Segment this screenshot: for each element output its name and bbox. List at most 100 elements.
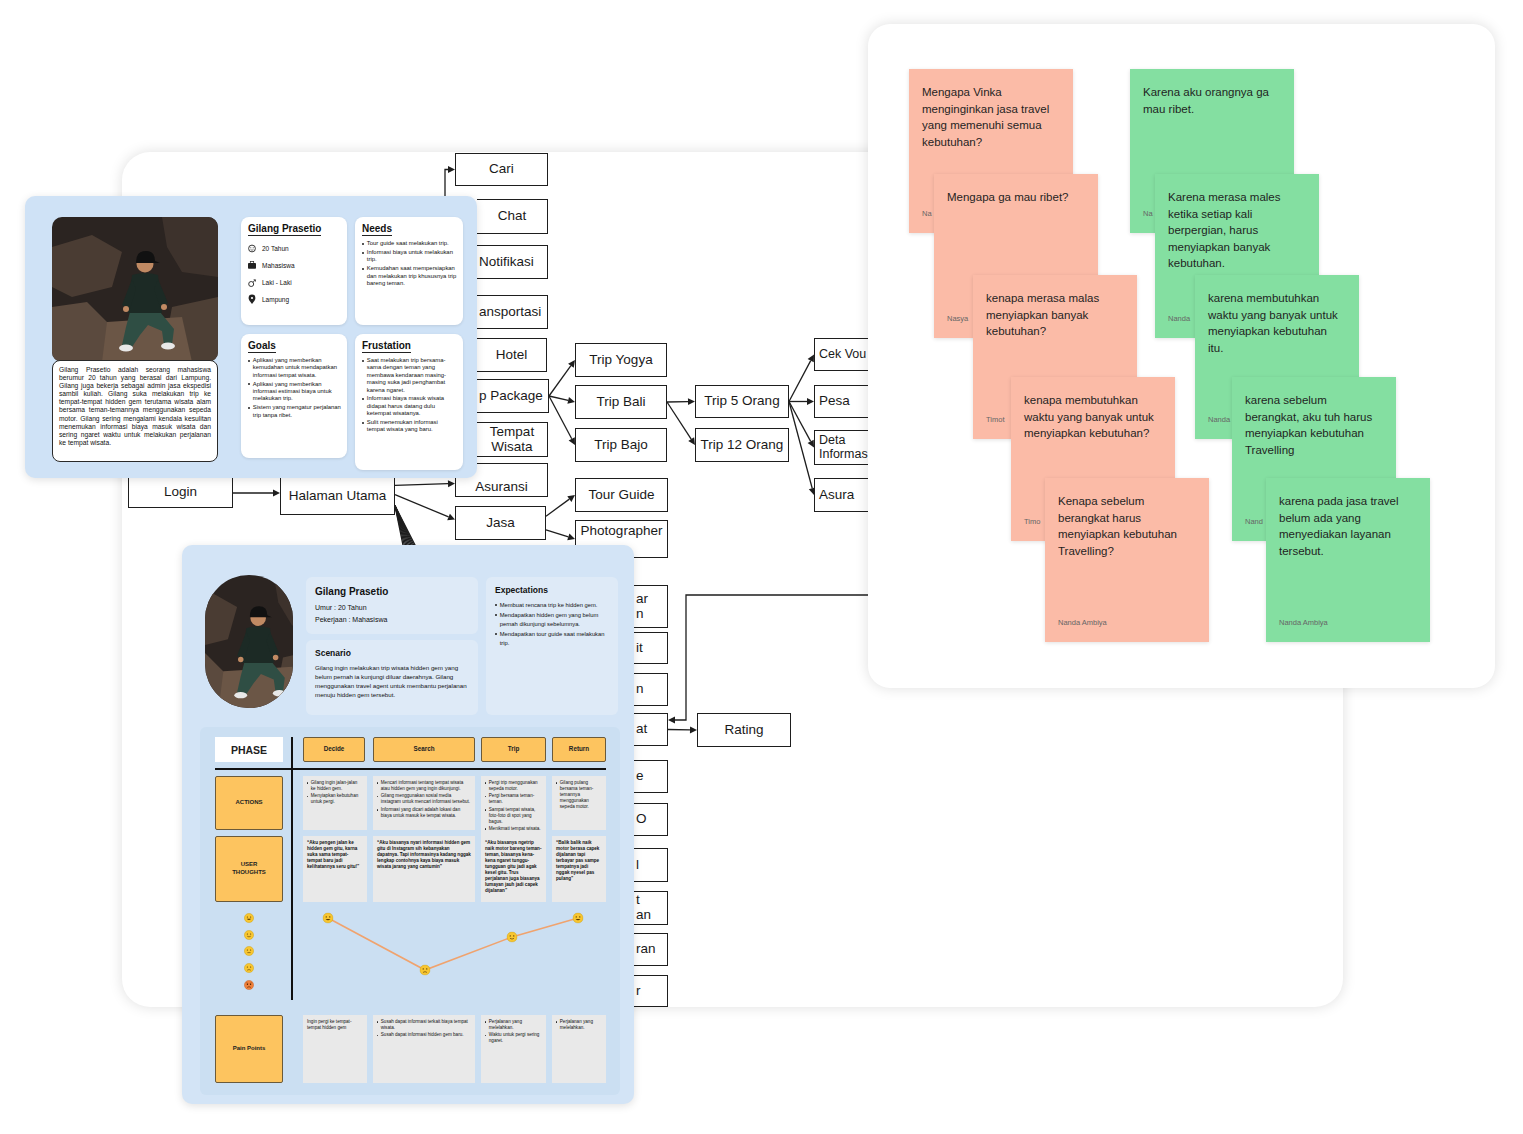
bullet-dot <box>485 782 486 783</box>
node-text: Mendapatkan hidden gem yang belum pernah… <box>500 611 609 628</box>
connector-line <box>789 402 811 442</box>
node-text: Membuat rencana trip ke hidden gem. <box>500 601 598 610</box>
node-text: Trip 5 Orang <box>704 394 779 409</box>
persona-profile: Gilang Prasetio20 TahunMahasiswaLaki - L… <box>241 217 347 325</box>
bullet-item: Tour guide saat melakukan trip. <box>362 240 457 247</box>
bullet-item: Perjalanan yang melelahkan. <box>556 1019 602 1031</box>
node-text: Search <box>413 745 434 753</box>
bullet-item: Gilang menggunakan sosial media instagra… <box>377 793 471 805</box>
sitemap-box: Pesa <box>814 385 868 418</box>
goals-card: GoalsAplikasi yang memberikan kemudahan … <box>241 334 347 458</box>
connector-line <box>233 492 273 493</box>
bullet-dot <box>362 422 364 424</box>
sitemap-box: Tour Guide <box>575 478 668 512</box>
arrow-head <box>567 397 575 404</box>
connector-line <box>338 312 471 478</box>
node-text: Notifikasi <box>479 255 534 270</box>
connector <box>546 530 575 540</box>
persona-bio: Gilang Prasetio adalah seorang mahasiswa… <box>52 360 218 462</box>
node-text: Tour guide saat melakukan trip. <box>367 240 449 247</box>
journey-photo <box>205 575 293 708</box>
node-text: Sampai tempat wisata, foto-foto di spot … <box>489 807 542 825</box>
thought-cell: “Aku biasanya nyari informasi hidden gem… <box>373 836 475 902</box>
bullet-dot <box>377 796 378 797</box>
node-text: Login <box>164 485 197 500</box>
row-header: Pain Points <box>215 1015 283 1083</box>
sitemap-box: Asura <box>814 478 868 512</box>
node-text: Pesa <box>819 394 850 409</box>
bullet-item: Susah dapat informasi hidden gem baru. <box>377 1032 471 1038</box>
node-text: Scenario <box>315 648 469 659</box>
arrow-head <box>470 393 477 400</box>
node-text: Trip 12 Orang <box>701 438 784 453</box>
node-text: Aplikasi yang memberikan kemudahan untuk… <box>253 357 341 379</box>
sitemap-box: Halaman Utama <box>280 478 395 515</box>
sitemap-box: Trip Bajo <box>575 428 667 462</box>
frustration-card: FrustationSaat melakukan trip bersama-sa… <box>355 334 463 470</box>
action-cell: Gilang ingin jalan-jalan ke hidden gem.M… <box>303 776 367 830</box>
node-text: Expectations <box>495 585 609 596</box>
node-text: Trip Bajo <box>594 438 648 453</box>
bullet-dot <box>495 633 497 635</box>
node-text: Pergi trip menggunakan sepeda motor. <box>489 780 542 792</box>
bullet-dot <box>485 796 486 797</box>
thought-cell: “Balik balik naik motor berasa capek dij… <box>552 836 606 902</box>
scenario-box: ScenarioGilang ingin melakukan trip wisa… <box>306 640 478 715</box>
bullet-item: Informasi biaya masuk wisata didapat har… <box>362 395 457 417</box>
node-text: Chat <box>498 209 527 224</box>
node-text: Gilang Prasetio <box>315 585 469 598</box>
node-text: Informasi yang dicari adalah lokasi dan … <box>381 807 471 819</box>
arrow-head <box>470 213 477 220</box>
arrow-head <box>470 309 477 316</box>
connector <box>549 396 575 445</box>
bullet-item: Aplikasi yang memberikan kemudahan untuk… <box>248 357 341 379</box>
sitemap-box: ar n <box>634 585 668 628</box>
node-text: r <box>636 984 641 999</box>
connector-line <box>789 402 812 489</box>
node-text: “Balik balik naik motor berasa capek dij… <box>556 840 602 882</box>
connector-line <box>546 530 568 537</box>
pain-cell: Susah dapat informasi terkait biaya temp… <box>373 1015 475 1083</box>
node-text: Menikmati tempat wisata. <box>489 826 541 832</box>
arrow-head <box>627 988 634 995</box>
node-text: Trip Bali <box>596 395 645 410</box>
node-text: Cek Vou <box>819 348 866 362</box>
bullet-item: Informasi yang dicari adalah lokasi dan … <box>377 807 471 819</box>
connector <box>395 480 455 487</box>
connector-line <box>667 401 688 403</box>
thought-cell: “Aku biasanya ngetrip naik motor bareng … <box>481 836 546 902</box>
connector <box>233 489 280 496</box>
bullet-item: Menikmati tempat wisata. <box>485 826 542 832</box>
arrow-head <box>627 816 634 823</box>
sitemap-box: Trip Bali <box>575 385 667 419</box>
sitemap-box: ran <box>634 933 668 966</box>
node-text: ansportasi <box>479 305 541 320</box>
node-text: Mendapatkan tour guide saat melakukan tr… <box>500 630 609 647</box>
node-text: Gilang Prasetio <box>248 223 321 236</box>
node-text: USER THOUGHTS <box>229 861 269 877</box>
connector-line <box>546 499 569 516</box>
sitemap-box: Chat <box>477 199 548 234</box>
node-text: kenapa membutuhkan waktu yang banyak unt… <box>1024 392 1161 442</box>
connector <box>549 360 575 396</box>
connector <box>789 398 814 405</box>
node-text: Rating <box>724 723 763 738</box>
connector <box>338 309 478 479</box>
question-note: Kenapa sebelum berangkat harus menyiapka… <box>1045 478 1209 642</box>
arrow-head <box>567 495 575 502</box>
sitemap-box: Cek Vou <box>814 338 872 371</box>
bullet-dot <box>362 268 364 270</box>
bullet-dot <box>362 243 364 245</box>
node-text: Perjalanan yang melelahkan. <box>489 1019 542 1031</box>
arrow-head <box>627 862 634 869</box>
profile-icons <box>246 240 258 308</box>
node-text: karena pada jasa travel belum ada yang m… <box>1279 493 1416 559</box>
connector <box>546 495 575 516</box>
bullet-item: Gilang pulang bersama teman-temannya men… <box>556 780 602 810</box>
phase-header: Trip <box>481 737 546 762</box>
arrow-head <box>688 398 695 405</box>
bullet-dot <box>556 1021 557 1022</box>
bullet-dot <box>307 782 308 783</box>
arrow-head <box>448 166 455 173</box>
bullet-dot <box>377 1021 378 1022</box>
